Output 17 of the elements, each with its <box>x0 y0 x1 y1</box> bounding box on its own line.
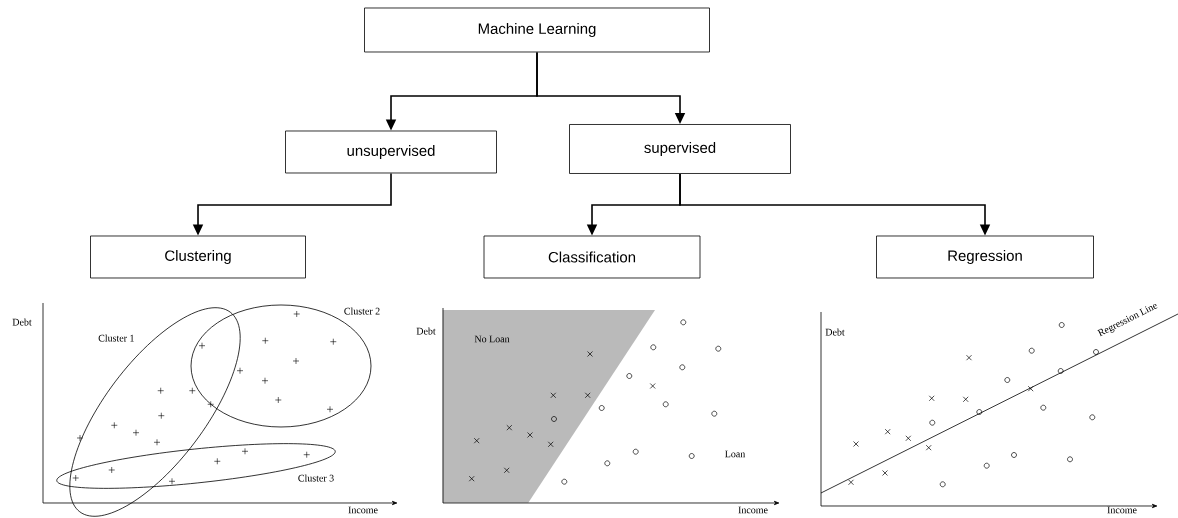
axis-label: Income <box>348 506 378 514</box>
category-box: Regression <box>876 235 1094 279</box>
category-box: Classification <box>483 235 701 279</box>
region-label: Loan <box>725 450 746 458</box>
cluster-label: Cluster 1 <box>98 334 134 342</box>
axis-label: Income <box>1107 506 1137 514</box>
cluster-label: Cluster 2 <box>344 307 380 315</box>
category-box: Machine Learning <box>364 7 710 53</box>
category-box: Clustering <box>90 235 306 279</box>
category-box: supervised <box>569 124 791 174</box>
axis-label: Debt <box>12 318 32 326</box>
axis-label: Income <box>738 506 768 514</box>
category-box: unsupervised <box>285 130 497 174</box>
axis-label: Debt <box>416 327 436 335</box>
axis-label: Debt <box>825 328 845 336</box>
cluster-label: Cluster 3 <box>298 474 334 482</box>
region-label: No Loan <box>474 335 510 343</box>
